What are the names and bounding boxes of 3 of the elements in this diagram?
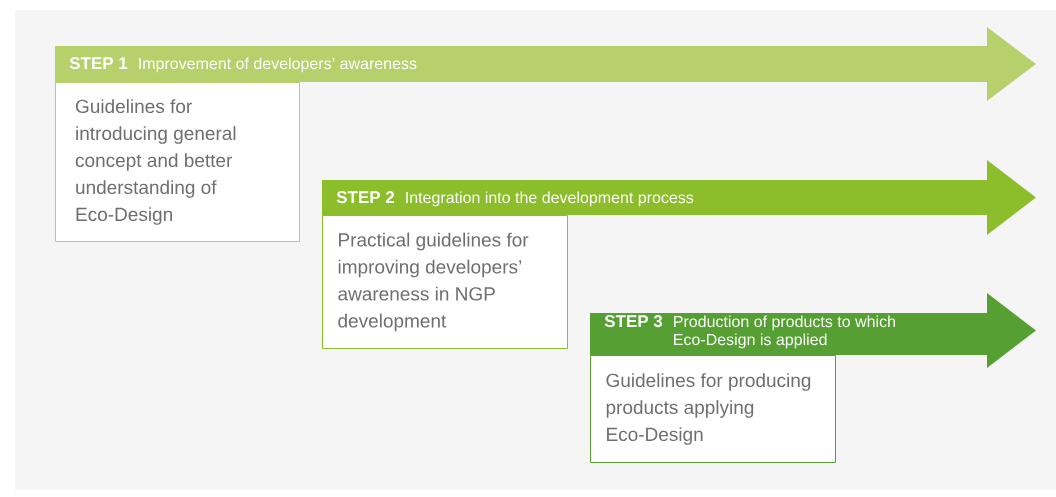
text-box: Guidelines for producing products applying Eco-Design [590, 355, 836, 463]
text-box: Practical guidelines for improving developers’ awareness in NGP development [322, 215, 568, 349]
text-box: Guidelines for introducing general concept and better understanding of Eco-Design [55, 82, 300, 242]
